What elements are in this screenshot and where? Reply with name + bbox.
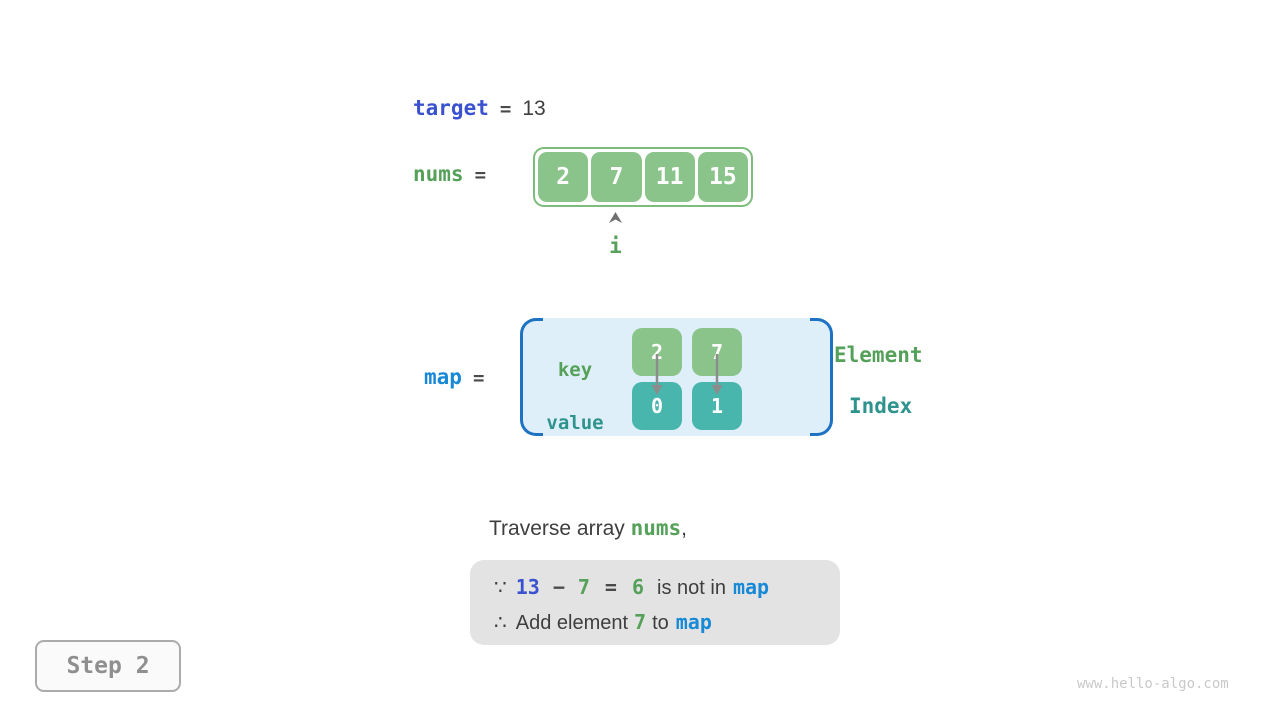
target-variable-name: target (413, 96, 489, 120)
nums-array: 2 7 11 15 (533, 147, 753, 207)
reasoning-line2-text-before: Add element (515, 612, 629, 634)
reasoning-target-value: 13 (515, 575, 540, 599)
nums-line-label: nums = (413, 162, 497, 187)
target-value: 13 (522, 97, 546, 120)
nums-variable-name: nums (413, 162, 464, 186)
reasoning-line-1: ∵ 13−7 = 6 is not in map (494, 570, 840, 605)
map-value-cell-0: 0 (632, 382, 682, 430)
site-watermark: www.hello-algo.com (1077, 676, 1229, 692)
nums-cell-0: 2 (538, 152, 589, 202)
target-line: target = 13 (413, 96, 546, 121)
nums-cell-3: 15 (697, 152, 748, 202)
reasoning-line1-text: is not in (657, 577, 726, 599)
reasoning-line1-map-ref: map (732, 575, 770, 599)
reasoning-line2-text-after: to (652, 612, 669, 634)
reasoning-line2-map-ref: map (675, 610, 712, 634)
index-pointer-arrow-icon (609, 212, 622, 223)
map-line-label: map = (424, 365, 495, 390)
because-symbol: ∵ (494, 577, 507, 599)
caption-prefix: Traverse array (489, 517, 631, 540)
equals-sign: = (474, 164, 487, 186)
equals-sign: = (472, 367, 485, 389)
map-container: key value 2 7 0 1 (520, 318, 833, 436)
nums-cell-1: 7 (591, 152, 642, 202)
reasoning-current-value: 7 (577, 575, 590, 599)
map-left-brace (520, 318, 543, 436)
map-value-cell-1: 1 (692, 382, 742, 430)
map-key-row-label: key (557, 359, 593, 381)
equals-operator: = (604, 575, 617, 599)
caption-code-nums: nums (630, 516, 682, 540)
map-key-cell-0: 2 (632, 328, 682, 376)
step-indicator: Step 2 (35, 640, 181, 692)
caption-line: Traverse array nums, (489, 516, 687, 541)
caption-suffix: , (681, 517, 688, 540)
reasoning-added-value: 7 (634, 610, 647, 634)
reasoning-result-value: 6 (631, 575, 645, 599)
equals-sign: = (499, 98, 512, 120)
minus-operator: − (552, 575, 565, 599)
map-value-row-label: value (546, 412, 604, 434)
index-pointer-label: i (609, 234, 622, 258)
map-key-cell-1: 7 (692, 328, 742, 376)
map-right-brace (810, 318, 833, 436)
element-annotation: Element (834, 343, 923, 367)
nums-cell-2: 11 (644, 152, 695, 202)
map-variable-name: map (424, 365, 462, 389)
index-annotation: Index (849, 394, 913, 418)
therefore-symbol: ∴ (494, 612, 507, 634)
